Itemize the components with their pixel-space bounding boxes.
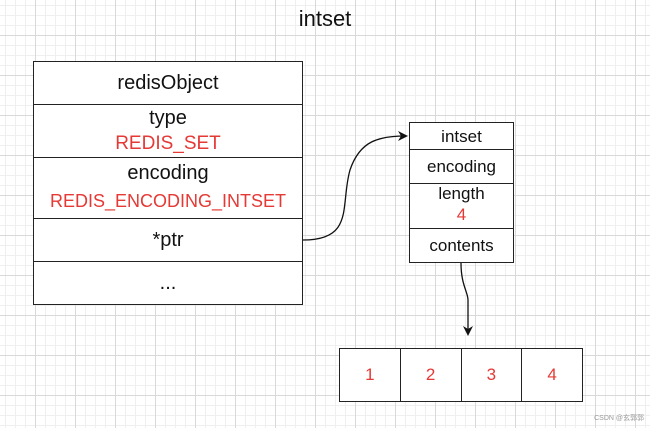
encoding-value: REDIS_ENCODING_INTSET (49, 191, 287, 211)
watermark: CSDN @玄郭郭 (594, 415, 644, 422)
redis-object-header: redisObject (34, 62, 302, 105)
ptr-to-intset-arrow (302, 131, 408, 241)
diagram-title: intset (298, 6, 352, 31)
type-label: type (149, 107, 187, 129)
contents-cell: 3 (462, 349, 523, 401)
length-value: 4 (456, 205, 467, 224)
intset-box: intset encoding length 4 contents (409, 122, 514, 263)
intset-encoding-field: encoding (410, 150, 513, 184)
contents-cell: 2 (401, 349, 462, 401)
contents-cell: 1 (340, 349, 401, 401)
encoding-label: encoding (127, 162, 209, 184)
intset-contents-field: contents (429, 236, 494, 255)
intset-header: intset (410, 123, 513, 150)
intset-length-field: length 4 (410, 184, 513, 229)
redis-object-encoding-field: encoding REDIS_ENCODING_INTSET (34, 158, 302, 219)
redis-object-type-field: type REDIS_SET (34, 105, 302, 158)
length-label: length (438, 184, 485, 203)
contents-cell: 4 (547, 365, 557, 384)
type-value: REDIS_SET (115, 133, 221, 154)
contents-to-array-arrow (460, 262, 473, 336)
redis-object-ptr-field: *ptr (34, 219, 302, 262)
contents-array: 1 2 3 4 (339, 348, 583, 402)
redis-object-ellipsis: ... (159, 272, 177, 294)
redis-object-box: redisObject type REDIS_SET encoding REDI… (33, 61, 303, 305)
